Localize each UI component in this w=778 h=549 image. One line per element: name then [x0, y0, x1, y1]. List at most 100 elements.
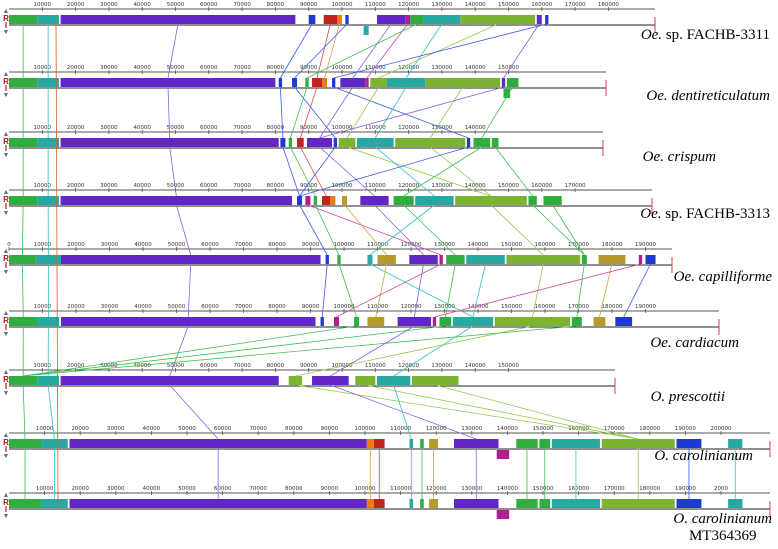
move-down-icon[interactable]: ▼: [2, 29, 10, 36]
move-up-icon[interactable]: ▲: [2, 248, 10, 255]
lcb-block-orange: [366, 499, 374, 508]
move-up-icon[interactable]: ▲: [2, 131, 10, 138]
lcb-block-teal: [37, 78, 59, 87]
reverse-button[interactable]: R: [3, 375, 9, 384]
connection-line: [375, 146, 435, 197]
ruler-tick-label: 100000: [332, 65, 353, 71]
ruler-tick-label: 90000: [300, 2, 318, 8]
move-up-icon[interactable]: ▲: [2, 71, 10, 78]
lcb-block-teal: [356, 138, 394, 147]
move-down-icon[interactable]: ▼: [2, 453, 10, 460]
lcb-block-magenta: [432, 317, 437, 326]
connection-line: [393, 384, 412, 440]
move-up-icon[interactable]: ▲: [2, 492, 10, 499]
ruler-tick-label: 140000: [497, 486, 518, 492]
ruler-tick-label: 110000: [365, 2, 386, 8]
lcb-block-teal: [37, 376, 59, 385]
ruler-tick-label: 10000: [34, 183, 52, 189]
track-marker[interactable]: I: [4, 21, 8, 30]
track-marker[interactable]: I: [4, 144, 8, 153]
ruler-tick-label: 100000: [334, 242, 355, 248]
lcb-block-purple: [312, 376, 349, 385]
ruler-tick-label: 30000: [101, 304, 119, 310]
lcb-block-green: [410, 15, 424, 24]
lcb-block-green: [9, 317, 38, 326]
ruler-tick-label: 150000: [533, 486, 554, 492]
species-accession: MT364369: [688, 528, 757, 544]
lcb-block-purple: [501, 78, 506, 87]
lcb-block-lime: [338, 138, 356, 147]
connection-line: [434, 263, 641, 318]
lcb-block-lime: [506, 255, 581, 264]
move-up-icon[interactable]: ▲: [2, 8, 10, 15]
lcb-block-purple: [340, 78, 366, 87]
lcb-block-green: [516, 439, 538, 448]
move-down-icon[interactable]: ▼: [2, 513, 10, 520]
ruler-tick-label: 40000: [133, 65, 151, 71]
ruler-tick-label: 160000: [531, 183, 552, 189]
lcb-block-red: [323, 15, 338, 24]
ruler-tick-label: 40000: [143, 426, 161, 432]
guide-line: [55, 19, 59, 506]
move-up-icon[interactable]: ▲: [2, 189, 10, 196]
track-marker[interactable]: I: [4, 505, 8, 514]
reverse-button[interactable]: R: [3, 77, 9, 86]
track-marker[interactable]: I: [4, 445, 8, 454]
ruler-tick-label: 70000: [235, 242, 253, 248]
move-up-icon[interactable]: ▲: [2, 432, 10, 439]
lcb-block-teal: [551, 499, 600, 508]
ruler-tick-label: 0: [7, 242, 11, 248]
connection-line: [187, 263, 192, 318]
move-down-icon[interactable]: ▼: [2, 210, 10, 217]
lcb-block-red: [297, 138, 304, 147]
lcb-block-purple: [60, 78, 276, 87]
lcb-block-lime: [395, 138, 466, 147]
move-up-icon[interactable]: ▲: [2, 369, 10, 376]
lcb-block-green: [393, 196, 414, 205]
connection-line: [319, 146, 375, 197]
lcb-block-lime: [455, 196, 527, 205]
move-down-icon[interactable]: ▼: [2, 331, 10, 338]
ruler-tick-label: 10000: [34, 242, 52, 248]
ruler-tick-label: 90000: [300, 125, 318, 131]
connection-line: [299, 86, 318, 139]
track-marker[interactable]: I: [4, 202, 8, 211]
reverse-button[interactable]: R: [3, 254, 9, 263]
connection-line: [623, 263, 651, 318]
move-down-icon[interactable]: ▼: [2, 152, 10, 159]
species-label: O. prescottii: [651, 389, 725, 406]
connection-line: [167, 23, 179, 79]
ruler-tick-label: 10000: [34, 304, 52, 310]
ruler-tick-label: 120000: [398, 125, 419, 131]
reverse-button[interactable]: R: [3, 498, 9, 507]
lcb-block-magenta: [405, 15, 411, 24]
ruler-tick-label: 130000: [461, 486, 482, 492]
ruler-tick-label: 190000: [675, 486, 696, 492]
move-down-icon[interactable]: ▼: [2, 92, 10, 99]
track-marker[interactable]: I: [4, 84, 8, 93]
move-up-icon[interactable]: ▲: [2, 310, 10, 317]
reverse-button[interactable]: R: [3, 438, 9, 447]
reverse-button[interactable]: R: [3, 14, 9, 23]
species-label: O. carolinianum: [654, 448, 753, 465]
reverse-button[interactable]: R: [3, 195, 9, 204]
lcb-block-blue: [325, 255, 329, 264]
move-down-icon[interactable]: ▼: [2, 269, 10, 276]
reverse-button[interactable]: R: [3, 316, 9, 325]
track-marker[interactable]: I: [4, 382, 8, 391]
track-marker[interactable]: I: [4, 261, 8, 270]
connection-line: [295, 325, 533, 377]
connection-line: [23, 325, 446, 377]
track-marker[interactable]: I: [4, 323, 8, 332]
move-down-icon[interactable]: ▼: [2, 390, 10, 397]
lcb-block-green: [9, 196, 38, 205]
reverse-button[interactable]: R: [3, 137, 9, 146]
connection-line: [294, 23, 348, 79]
lcb-block-green: [516, 499, 538, 508]
connection-line: [330, 325, 415, 377]
connection-line: [490, 204, 544, 256]
ruler-tick-label: 70000: [249, 486, 267, 492]
ruler-tick-label: 120000: [401, 304, 422, 310]
